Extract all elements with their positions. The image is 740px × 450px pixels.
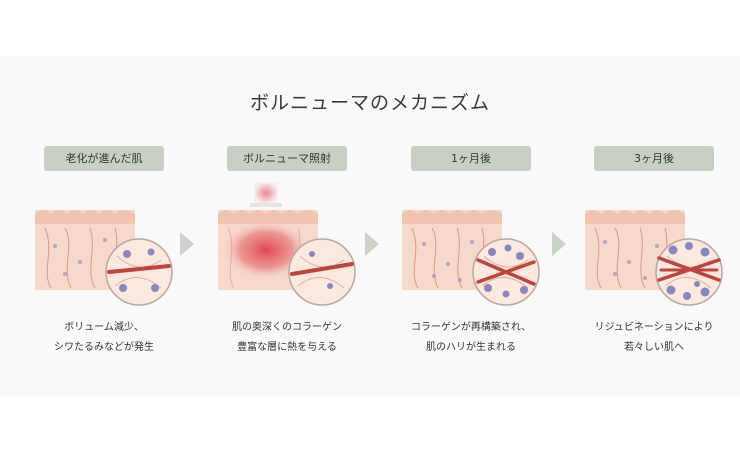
- caption-line-2: 肌のハリが生まれる: [426, 342, 516, 353]
- caption-line-1: ボリューム減少、: [64, 322, 144, 333]
- one-month-illustration: [402, 210, 540, 306]
- caption-line-1: コラーゲンが再構築され、: [410, 322, 532, 333]
- chevron-right-icon: [552, 232, 566, 256]
- step-aged-skin: 老化が進んだ肌 ボリューム減少、 シワたるみなどが発生: [35, 146, 173, 353]
- step-caption: リジュビネーションにより 若々しい肌へ: [575, 318, 733, 358]
- step-badge: ボルニューマ照射: [227, 146, 347, 171]
- step-treatment: ボルニューマ照射 肌の奥深くのコラーゲン 豊富な層に熱を与える: [218, 146, 356, 353]
- caption-line-2: 若々しい肌へ: [624, 342, 684, 353]
- caption-line-1: リジュビネーションにより: [594, 322, 714, 333]
- treatment-illustration: [218, 182, 356, 306]
- step-one-month: 1ヶ月後 コラーゲンが再構築され、 肌のハリが生まれる: [402, 146, 540, 353]
- caption-line-2: 豊富な層に熱を与える: [237, 342, 337, 353]
- caption-line-2: シワたるみなどが発生: [54, 342, 154, 353]
- device-probe: [254, 182, 278, 204]
- step-badge: 老化が進んだ肌: [44, 146, 164, 171]
- step-caption: ボリューム減少、 シワたるみなどが発生: [25, 318, 183, 358]
- step-three-months: 3ヶ月後 リジュビネーションにより 若々しい肌へ: [585, 146, 723, 353]
- chevron-right-icon: [180, 232, 194, 256]
- chevron-right-icon: [365, 232, 379, 256]
- step-badge: 1ヶ月後: [411, 146, 531, 171]
- aged-skin-illustration: [35, 210, 173, 306]
- step-caption: 肌の奥深くのコラーゲン 豊富な層に熱を与える: [208, 318, 366, 358]
- step-caption: コラーゲンが再構築され、 肌のハリが生まれる: [392, 318, 550, 358]
- three-months-illustration: [585, 210, 723, 306]
- page-title: ボルニューマのメカニズム: [249, 92, 490, 114]
- heat-zone: [222, 220, 310, 280]
- caption-line-1: 肌の奥深くのコラーゲン: [232, 322, 342, 333]
- step-badge: 3ヶ月後: [594, 146, 714, 171]
